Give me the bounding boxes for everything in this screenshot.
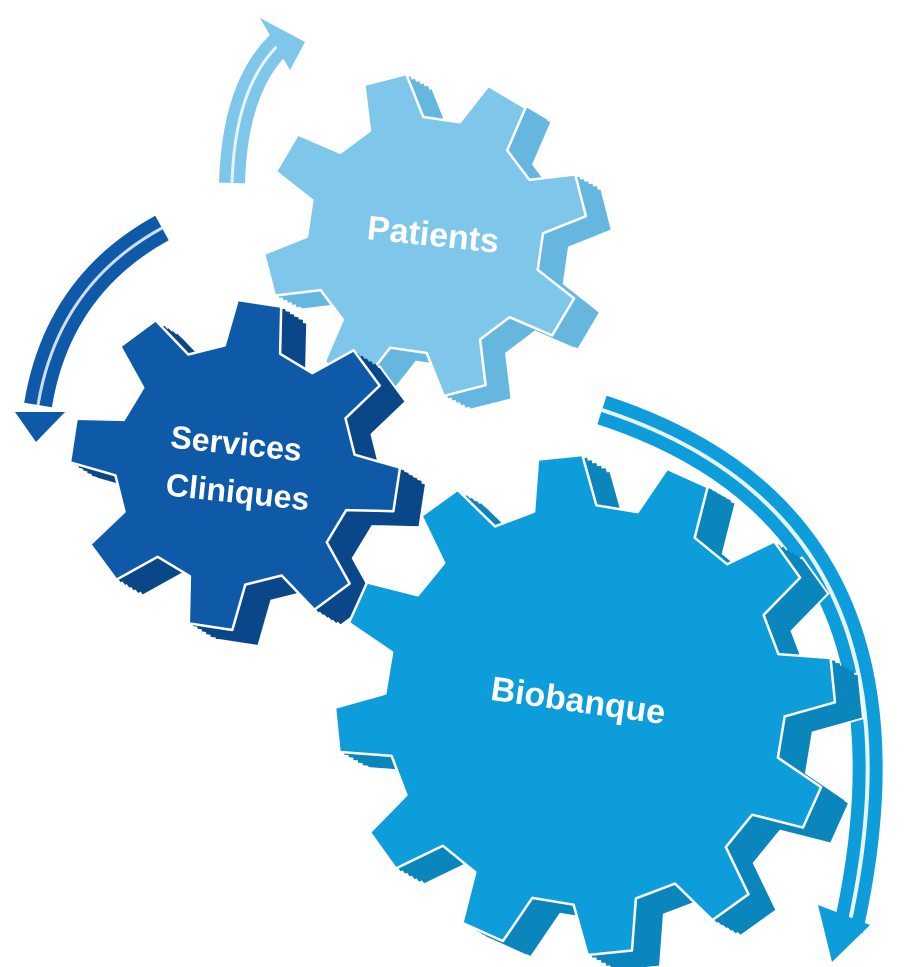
services-curved-arrow	[15, 215, 169, 442]
patients-gear	[262, 72, 614, 412]
patients-gear-face	[262, 72, 588, 398]
services-cliniques-gear	[68, 298, 428, 648]
biobanque-gear	[333, 453, 865, 967]
biobanque-gear-face	[333, 453, 837, 957]
services-cliniques-gear-face	[68, 298, 402, 632]
patients-curved-arrow	[219, 18, 305, 184]
